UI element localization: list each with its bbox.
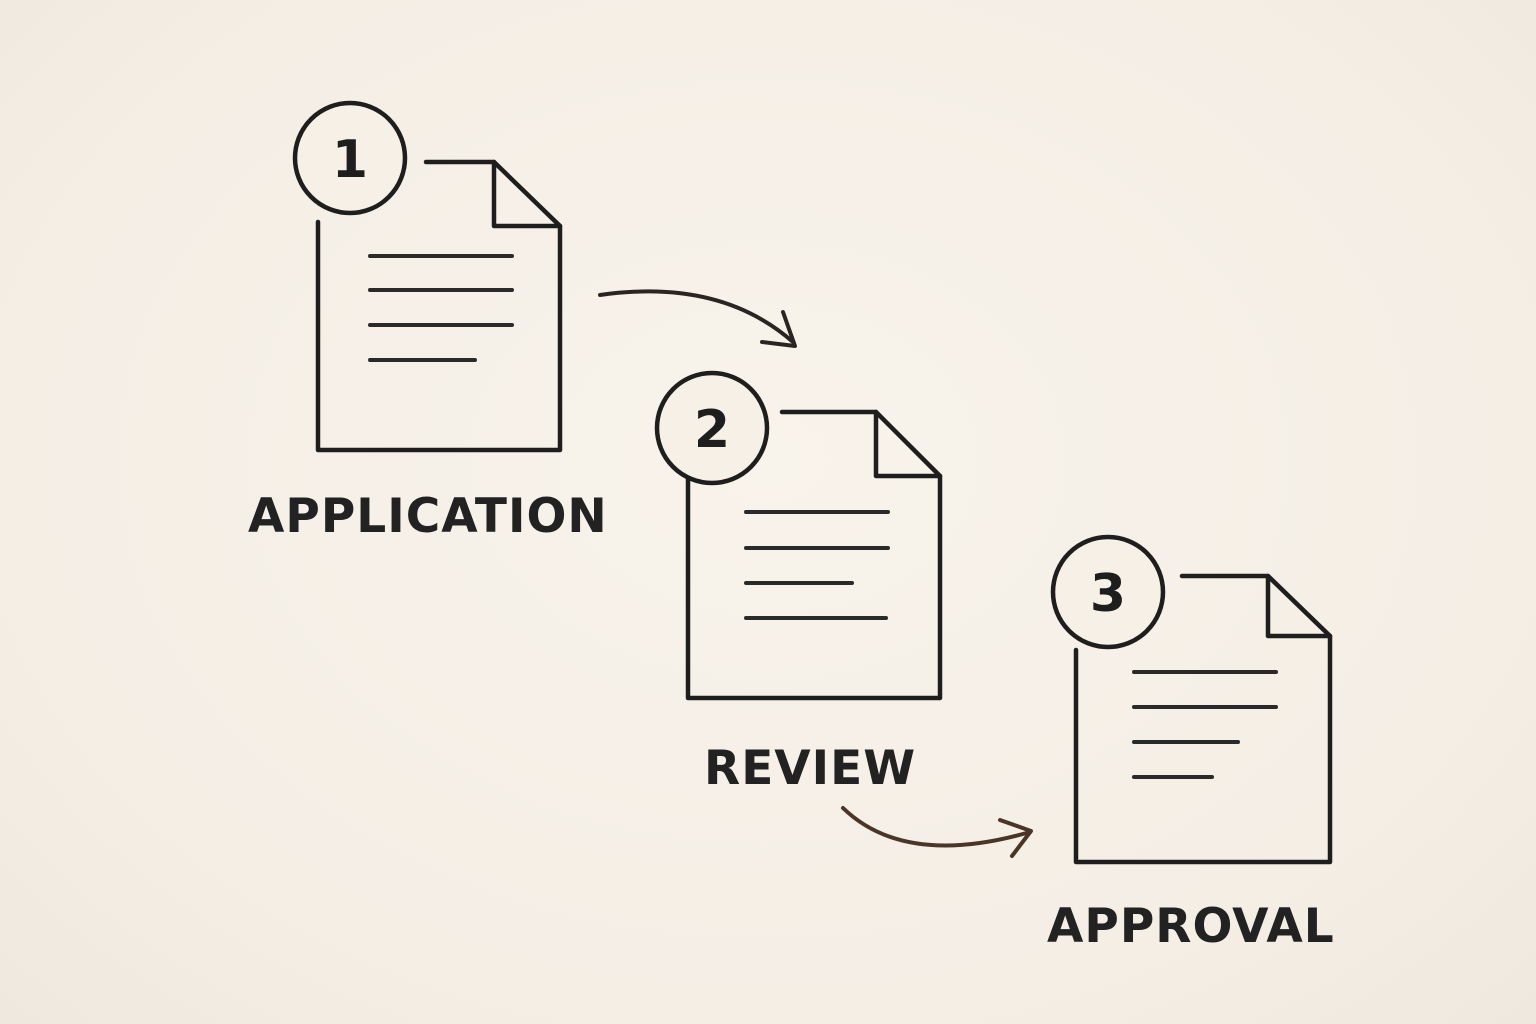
curved-arrow-icon [841,806,1033,858]
step-label: REVIEW [704,741,916,796]
step-number-badge: 2 [654,370,770,486]
curved-arrow-icon [598,289,797,348]
step-number: 1 [332,130,368,190]
step-label: APPLICATION [248,489,608,544]
document-icon [1073,573,1333,865]
step-approval: 3 APPROVAL [1047,534,1335,954]
step-number: 3 [1090,564,1126,624]
document-icon [315,159,563,453]
step-application: 1 APPLICATION [248,100,608,544]
document-icon [685,409,943,701]
step-label: APPROVAL [1047,899,1335,954]
step-number-badge: 3 [1050,534,1166,650]
step-number-badge: 1 [292,100,408,216]
step-number: 2 [694,400,730,460]
step-review: 2 REVIEW [654,370,943,796]
